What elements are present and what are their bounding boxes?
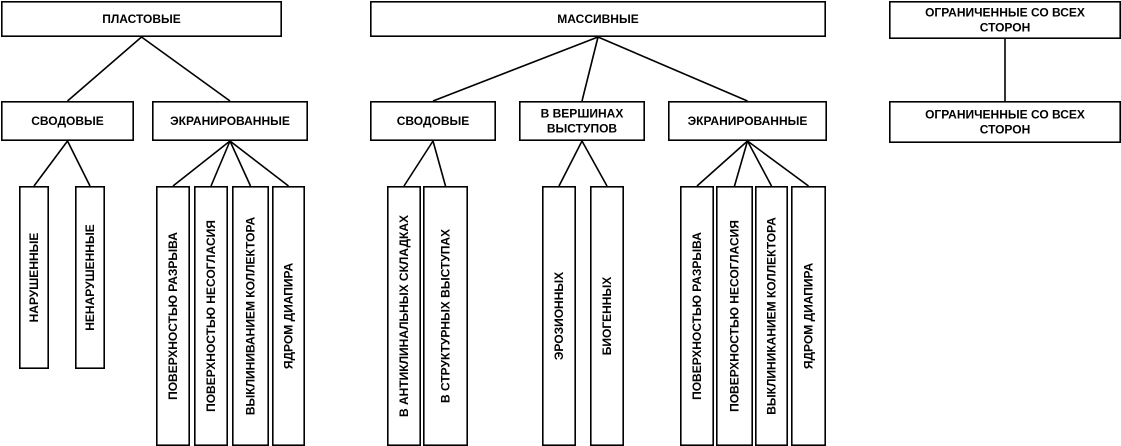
connector-line <box>66 140 91 187</box>
group-2-frame <box>888 0 1121 40</box>
group-1-subgroup-2-item-0-label: ПОВЕРХНОСТЬЮ РАЗРЫВА <box>690 232 704 400</box>
connector-line <box>172 140 231 187</box>
group-1-subgroup-1-item-0-label: ЭРОЗИОННЫХ <box>552 272 566 360</box>
connector-line <box>432 36 599 102</box>
group-0-subgroup-0-item-1-frame <box>75 186 106 369</box>
connector-line <box>747 140 809 187</box>
group-1-subgroup-2-item-2: ВЫКЛИНИКАНИЕМ КОЛЛЕКТОРА <box>754 186 788 446</box>
group-1-subgroup-1-item-1-frame <box>589 186 624 446</box>
group-0-subgroup-1-item-3-frame <box>271 186 305 446</box>
group-2-subgroup-0-label-line: СТОРОН <box>980 123 1031 137</box>
group-1-subgroup-0-item-0-frame <box>386 186 421 446</box>
group-0-subgroup-1-item-0-label: ПОВЕРХНОСТЬЮ РАЗРЫВА <box>166 232 180 400</box>
group-1-subgroup-0-item-0-label: В АНТИКЛИНАЛЬНЫХ СКЛАДКАХ <box>397 215 411 417</box>
group-0-subgroup-1-label: ЭКРАНИРОВАННЫЕ <box>170 114 290 128</box>
group-2-label-line: СТОРОН <box>980 21 1031 35</box>
group-0-label: ПЛАСТОВЫЕ <box>102 12 181 26</box>
group-1-subgroup-1-label-line: ВЫСТУПОВ <box>547 122 618 136</box>
group-0-subgroup-0-item-0-frame <box>18 186 49 369</box>
group-1-subgroup-1-item-1: БИОГЕННЫХ <box>589 186 624 446</box>
group-0-subgroup-1-item-2: ВЫКЛИНИВАНИЕМ КОЛЛЕКТОРА <box>232 186 270 446</box>
connector-line <box>66 36 143 102</box>
group-0-subgroup-1-item-3: ЯДРОМ ДИАПИРА <box>271 186 305 446</box>
group-1-subgroup-0: СВОДОВЫЕ <box>369 101 496 142</box>
group-0-subgroup-0: СВОДОВЫЕ <box>0 101 134 142</box>
connector-line <box>558 140 583 187</box>
group-2-subgroup-0-label-line: ОГРАНИЧЕННЫЕ СО ВСЕХ <box>925 108 1085 122</box>
group-0-frame <box>0 0 282 38</box>
connector-line <box>696 140 749 187</box>
group-0-subgroup-1-item-1-frame <box>194 186 229 446</box>
group-1-subgroup-2-item-1-label: ПОВЕРХНОСТЬЮ НЕСОГЛАСИЯ <box>728 220 742 412</box>
connector-line <box>597 36 748 102</box>
group-1-subgroup-0-label: СВОДОВЫЕ <box>397 114 470 128</box>
connector-line <box>210 140 231 187</box>
group-0-subgroup-1-item-0: ПОВЕРХНОСТЬЮ РАЗРЫВА <box>156 186 191 446</box>
group-0-subgroup-1-item-1: ПОВЕРХНОСТЬЮ НЕСОГЛАСИЯ <box>194 186 229 446</box>
group-1-subgroup-0-frame <box>369 101 496 142</box>
group-1-subgroup-2: ЭКРАНИРОВАННЫЕ <box>667 101 827 142</box>
group-1-subgroup-0-item-1-frame <box>422 186 468 446</box>
group-0-subgroup-1: ЭКРАНИРОВАННЫЕ <box>152 101 308 142</box>
group-1-subgroup-1-item-0: ЭРОЗИОННЫХ <box>541 186 576 446</box>
connector-line <box>229 140 289 187</box>
group-1-subgroup-2-item-2-frame <box>754 186 788 446</box>
group-2-label-line: ОГРАНИЧЕННЫЕ СО ВСЕХ <box>925 6 1085 20</box>
group-1-subgroup-2-item-0: ПОВЕРХНОСТЬЮ РАЗРЫВА <box>679 186 714 446</box>
group-0: ПЛАСТОВЫЕ <box>0 0 282 38</box>
group-0-subgroup-1-item-0-frame <box>156 186 191 446</box>
group-0-subgroup-0-item-0-label: НАРУШЕННЫЕ <box>27 233 41 323</box>
group-2-subgroup-0-frame <box>888 101 1121 144</box>
connector-line <box>229 140 252 187</box>
connector-line <box>403 140 434 187</box>
connector-line <box>581 140 608 187</box>
group-1-subgroup-1-item-0-frame <box>541 186 576 446</box>
group-0-subgroup-1-item-2-label: ВЫКЛИНИВАНИЕМ КОЛЛЕКТОРА <box>244 217 258 416</box>
group-1-subgroup-0-item-0: В АНТИКЛИНАЛЬНЫХ СКЛАДКАХ <box>386 186 421 446</box>
group-0-subgroup-1-item-2-frame <box>232 186 270 446</box>
group-0-subgroup-0-label: СВОДОВЫЕ <box>31 114 104 128</box>
group-0-subgroup-0-frame <box>0 101 134 142</box>
connector-line <box>432 140 447 187</box>
group-0-subgroup-0-item-0: НАРУШЕННЫЕ <box>18 186 49 369</box>
connector-line <box>141 36 231 102</box>
group-0-subgroup-1-item-3-label: ЯДРОМ ДИАПИРА <box>282 263 296 370</box>
connector-line <box>581 36 599 102</box>
group-1-subgroup-2-item-1: ПОВЕРХНОСТЬЮ НЕСОГЛАСИЯ <box>715 186 753 446</box>
group-0-subgroup-0-item-1: НЕНАРУШЕННЫЕ <box>75 186 106 369</box>
group-0-subgroup-1-frame <box>152 101 308 142</box>
group-1-subgroup-2-item-3: ЯДРОМ ДИАПИРА <box>790 186 826 446</box>
connector-line <box>733 140 749 187</box>
connector-line <box>33 140 69 187</box>
group-1-label: МАССИВНЫЕ <box>557 12 638 26</box>
group-1-frame <box>369 0 826 38</box>
group-1-subgroup-2-label: ЭКРАНИРОВАННЫЕ <box>688 114 808 128</box>
group-1-subgroup-1-label-line: В ВЕРШИНАХ <box>541 107 624 121</box>
group-1-subgroup-2-item-2-label: ВЫКЛИНИКАНИЕМ КОЛЛЕКТОРА <box>765 217 779 415</box>
group-1-subgroup-2-frame <box>667 101 827 142</box>
group-1-subgroup-2-item-0-frame <box>679 186 714 446</box>
group-1-subgroup-0-item-1-label: В СТРУКТУРНЫХ ВЫСТУПАХ <box>439 229 453 403</box>
group-1-subgroup-2-item-1-frame <box>715 186 753 446</box>
group-1: МАССИВНЫЕ <box>369 0 826 38</box>
group-0-subgroup-0-item-1-label: НЕНАРУШЕННЫЕ <box>83 224 97 330</box>
group-1-subgroup-1-frame <box>518 101 645 142</box>
group-1-subgroup-0-item-1: В СТРУКТУРНЫХ ВЫСТУПАХ <box>422 186 468 446</box>
connector-line <box>746 140 773 187</box>
group-1-subgroup-2-item-3-frame <box>790 186 826 446</box>
group-0-subgroup-1-item-1-label: ПОВЕРХНОСТЬЮ НЕСОГЛАСИЯ <box>204 220 218 412</box>
group-1-subgroup-1-item-1-label: БИОГЕННЫХ <box>600 277 614 355</box>
group-1-subgroup-2-item-3-label: ЯДРОМ ДИАПИРА <box>802 263 816 370</box>
